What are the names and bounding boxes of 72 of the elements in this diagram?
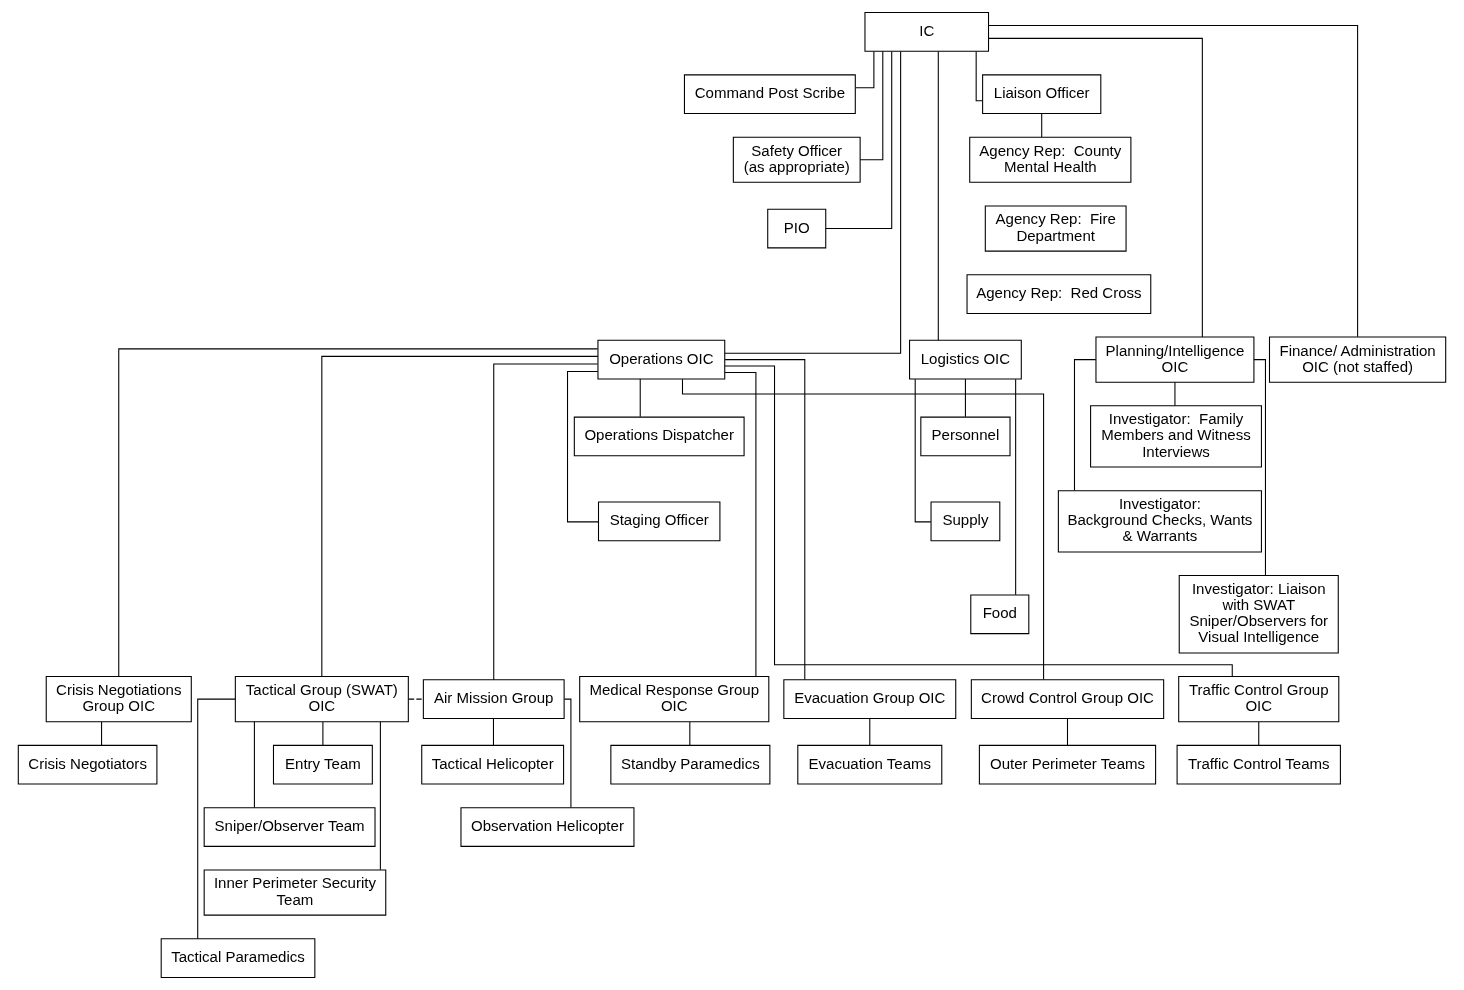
node-box: Logistics OIC xyxy=(909,339,1022,380)
node-box: Staging Officer xyxy=(597,501,721,542)
node-box: Food xyxy=(970,594,1030,635)
connector xyxy=(101,721,103,746)
node-box: Operations Dispatcher xyxy=(573,416,745,457)
connector xyxy=(689,721,691,746)
node-box: Crisis Negotiators xyxy=(17,744,158,785)
connector xyxy=(1041,113,1043,138)
connector xyxy=(975,50,983,102)
node-box: Investigator: Liaison with SWAT Sniper/Observers for Visual Intelligence xyxy=(1178,575,1339,654)
node-box: Tactical Helicopter xyxy=(421,744,565,785)
connector xyxy=(964,378,966,418)
node-box: Medical Response Group OIC xyxy=(579,676,770,723)
node-box: Evacuation Group OIC xyxy=(783,679,957,720)
connector xyxy=(988,37,1203,338)
node-box: Evacuation Teams xyxy=(797,744,943,785)
connector xyxy=(563,698,572,809)
node-box: Inner Perimeter Security Team xyxy=(203,869,387,916)
connector xyxy=(855,50,875,89)
connector xyxy=(1066,718,1069,746)
node-box: IC xyxy=(864,12,990,52)
connector xyxy=(492,718,494,746)
node-box: Traffic Control Teams xyxy=(1176,744,1341,785)
connector xyxy=(724,365,1233,677)
node-box: Safety Officer (as appropriate) xyxy=(732,136,861,183)
node-box: Tactical Paramedics xyxy=(160,938,316,978)
connector xyxy=(322,721,324,746)
node-box: Planning/Intelligence OIC xyxy=(1095,336,1255,383)
connector xyxy=(724,359,806,680)
connector xyxy=(1174,381,1176,407)
connector xyxy=(1258,721,1260,746)
node-box: Observation Helicopter xyxy=(460,807,635,847)
node-box: Outer Perimeter Teams xyxy=(978,744,1157,785)
node-box: Operations OIC xyxy=(597,339,726,380)
connector xyxy=(408,698,424,700)
connector xyxy=(379,721,381,871)
node-box: Finance/ Administration OIC (not staffed) xyxy=(1268,336,1447,383)
node-box: Traffic Control Group OIC xyxy=(1178,676,1340,723)
node-box: Entry Team xyxy=(272,744,373,785)
connector xyxy=(937,50,939,341)
node-box: Air Mission Group xyxy=(422,679,565,720)
connector xyxy=(639,378,641,418)
connector xyxy=(825,50,893,230)
node-box: Supply xyxy=(930,501,1001,542)
node-box: Command Post Scribe xyxy=(683,74,856,115)
connector xyxy=(1073,359,1097,492)
connector xyxy=(988,24,1359,338)
node-box: Agency Rep: County Mental Health xyxy=(969,136,1132,183)
node-box: Sniper/Observer Team xyxy=(203,807,376,847)
node-box: Investigator: Background Checks, Wants & Warrants xyxy=(1057,490,1262,553)
connector xyxy=(321,355,599,677)
connector xyxy=(118,348,599,677)
node-box: Crisis Negotiations Group OIC xyxy=(45,676,192,723)
node-box: Personnel xyxy=(920,416,1011,457)
node-box: PIO xyxy=(767,208,827,249)
connector xyxy=(1015,378,1017,596)
node-box: Agency Rep: Fire Department xyxy=(984,205,1127,252)
connector xyxy=(724,371,757,677)
node-box: Tactical Group (SWAT) OIC xyxy=(234,676,409,723)
node-box: Liaison Officer xyxy=(982,74,1102,115)
connector xyxy=(493,363,599,681)
connector xyxy=(567,370,599,523)
node-box: Investigator: Family Members and Witness Interviews xyxy=(1090,405,1262,468)
connector xyxy=(1253,359,1266,576)
connector xyxy=(859,50,884,161)
node-box: Agency Rep: Red Cross xyxy=(966,274,1152,314)
connector xyxy=(724,51,902,354)
node-box: Crowd Control Group OIC xyxy=(970,679,1165,720)
connector xyxy=(253,721,255,809)
connector xyxy=(197,698,236,940)
connector xyxy=(869,718,871,746)
node-box: Standby Paramedics xyxy=(610,744,771,785)
